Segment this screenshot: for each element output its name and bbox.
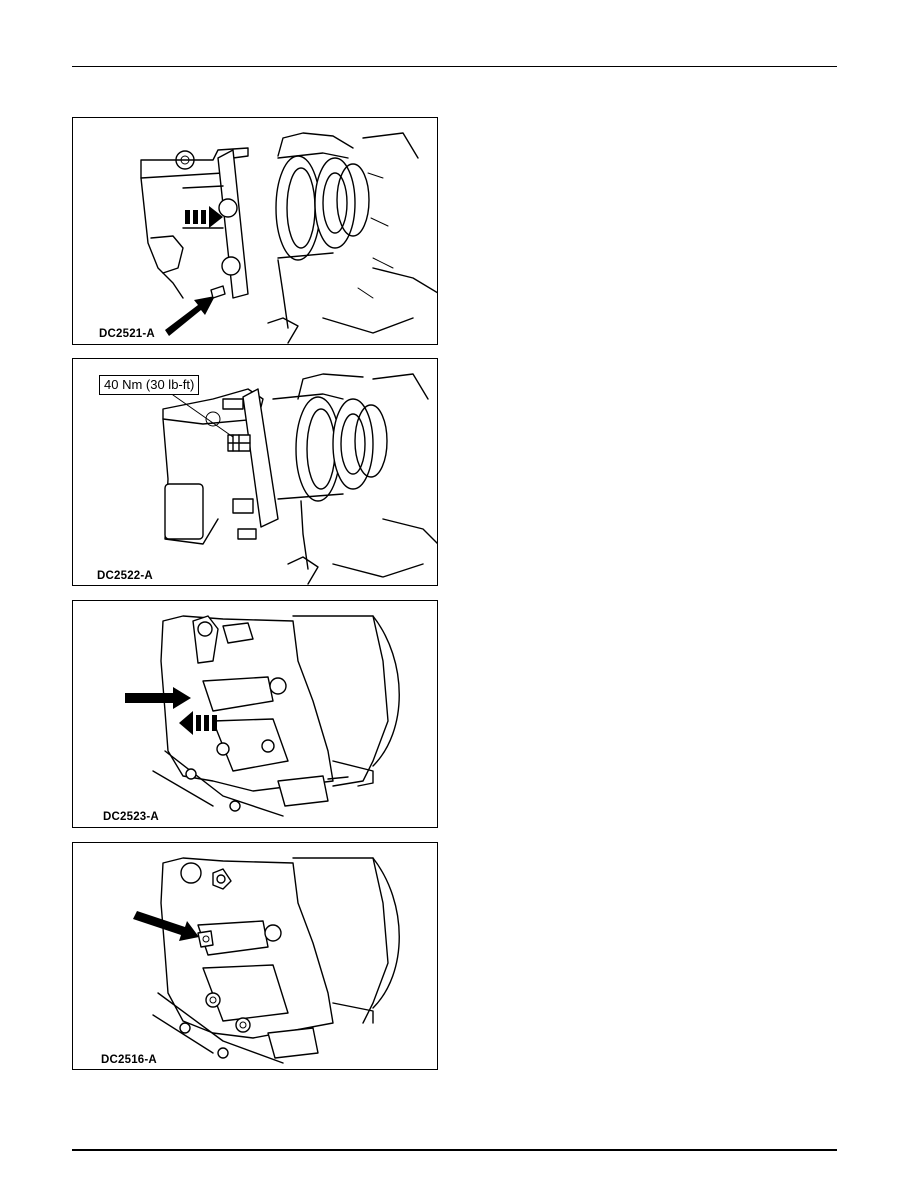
alternator-bracket-illustration-1	[140, 132, 437, 344]
torque-callout: 40 Nm (30 lb-ft)	[99, 375, 200, 395]
figure-dc2521: DC2521-A	[72, 117, 438, 345]
alternator-mount-illustration-3	[125, 615, 400, 817]
figure-id-label: DC2516-A	[101, 1054, 157, 1066]
figure-id-label: DC2521-A	[99, 328, 155, 340]
footer-rule	[72, 1149, 837, 1151]
alternator-bracket-illustration-2	[162, 373, 437, 585]
figure-dc2523: DC2523-A	[72, 600, 438, 828]
figure-id-label: DC2522-A	[97, 570, 153, 582]
alternator-mount-illustration-4	[133, 857, 400, 1064]
figure-dc2522: 40 Nm (30 lb-ft) DC2522-A	[72, 358, 438, 586]
figure-dc2516: DC2516-A	[72, 842, 438, 1070]
figure-id-label: DC2523-A	[103, 811, 159, 823]
header-rule	[72, 66, 837, 67]
